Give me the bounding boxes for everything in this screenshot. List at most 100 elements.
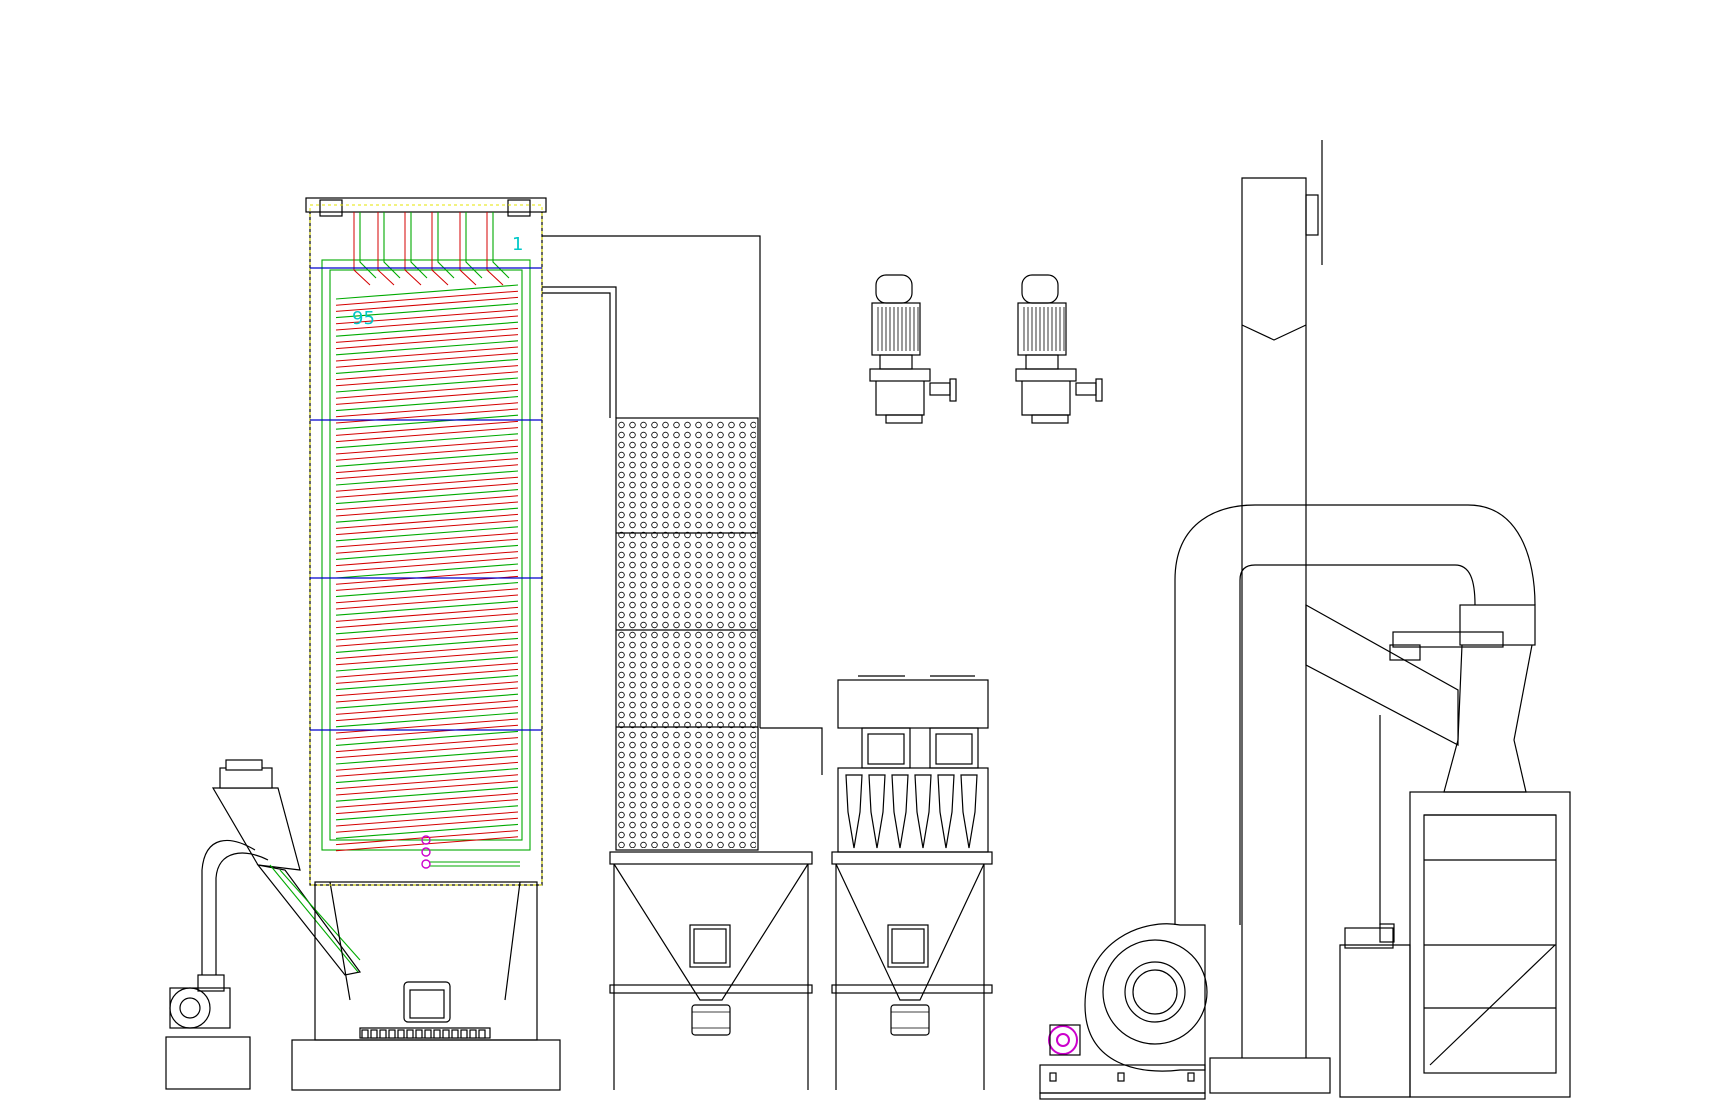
chimney-stack [1209,140,1331,1094]
drop-pipe [431,212,449,286]
grate-bar [433,1029,441,1039]
coil-line [335,513,519,529]
coil-line [335,761,519,777]
tag-mid-label: 95 [352,308,375,329]
coil-line [335,396,519,412]
coil-line [335,582,519,598]
coil-line [335,644,519,660]
filter-bags [845,774,978,849]
coil-line [335,532,519,548]
coil-line [335,427,519,443]
coil-line [335,768,519,784]
coil-line [335,526,519,542]
coil-line [335,749,519,765]
coil-line [335,625,519,641]
coil-line [335,451,519,467]
coil-line [335,737,519,753]
burner-hopper [165,759,362,1090]
coil-line [335,470,519,486]
filter-bag [914,774,932,849]
grate-bar [460,1029,468,1039]
coil-line [335,352,519,368]
coil-line [335,724,519,740]
drop-pipe [437,212,455,279]
coil-line [335,557,519,573]
coil-line [335,588,519,604]
coil-line [335,383,519,399]
coil-line [335,482,519,498]
filter-bag [868,774,886,849]
coil-line [335,699,519,715]
coil-line [335,681,519,697]
coil-line [335,619,519,635]
coil-line [335,402,519,418]
coil-line [335,805,519,821]
coil-line [335,631,519,647]
induced-fan [169,974,231,1029]
coil-line [335,321,519,337]
filter-bag [937,774,955,849]
coil-line [335,575,519,591]
bag-filter [760,675,993,1090]
grate-bar [397,1029,405,1039]
grate-bar [442,1029,450,1039]
flue-duct [542,235,761,728]
coil-line [335,464,519,480]
grate-bar [370,1029,378,1039]
coil-line [335,743,519,759]
coil-line [335,439,519,455]
coil-line [335,334,519,350]
coil-line [335,637,519,653]
coil-line [335,693,519,709]
coil-line [335,408,519,424]
coil-line [335,613,519,629]
coil-line [335,712,519,728]
grate-bar [478,1029,486,1039]
coil-line [335,458,519,474]
grate-bar [451,1029,459,1039]
coil-line [335,799,519,815]
coil-line [335,662,519,678]
coil-line [335,290,519,306]
coil-line [335,445,519,461]
coil-line [335,817,519,833]
coil-line [335,501,519,517]
coil-line [335,786,519,802]
coil-line [335,606,519,622]
manifold-drops [353,212,510,286]
coil-line [335,489,519,505]
drop-pipe [486,212,504,286]
drop-pipe [410,212,428,279]
coil-line [335,340,519,356]
grate-bar [469,1029,477,1039]
coil-line [335,706,519,722]
coil-line [335,656,519,672]
coil-line [335,507,519,523]
coil-line [335,650,519,666]
coil-line [335,476,519,492]
coil-line [335,675,519,691]
coil-line [335,296,519,312]
spray-tower [609,417,813,1090]
pump-motor [869,274,1103,424]
coil-line [335,520,519,536]
coil-line [335,563,519,579]
coil-line [335,780,519,796]
coil-line [335,284,519,300]
coil-line [335,414,519,430]
coil-line [335,792,519,808]
coil-line [335,371,519,387]
filter-bag [960,774,978,849]
coil-line [335,755,519,771]
coil-line [335,811,519,827]
coil-line [335,433,519,449]
drop-pipe [383,212,401,279]
drop-pipe [492,212,510,279]
coil-line [335,687,519,703]
coil-line [335,730,519,746]
coil-line [335,538,519,554]
coil-line [335,389,519,405]
coil-line [335,830,519,846]
coil-line [335,718,519,734]
